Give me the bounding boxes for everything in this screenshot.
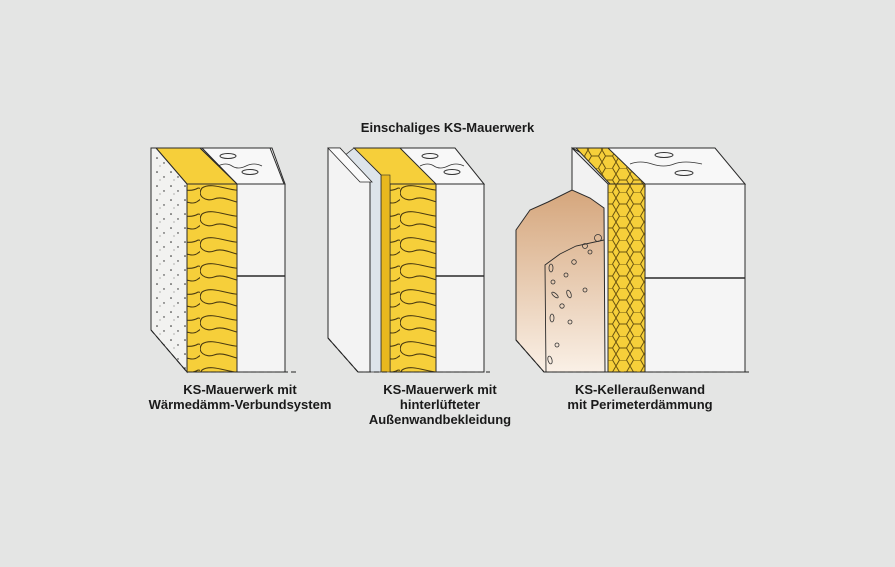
panel-keller-illustration (515, 146, 752, 373)
caption-wdvs: KS-Mauerwerk mit Wärmedämm-Verbundsystem (120, 382, 360, 412)
caption-vorhang-line1: KS-Mauerwerk mit (383, 382, 497, 397)
caption-vorhang-line2: hinterlüfteter (399, 397, 481, 412)
caption-wdvs-line1: KS-Mauerwerk mit (183, 382, 297, 397)
panel-wdvs-illustration (150, 147, 296, 374)
caption-vorhang-line3: Außenwandbekleidung (368, 412, 512, 427)
caption-vorhang: KS-Mauerwerk mit hinterlüfteter Außenwan… (335, 382, 545, 427)
caption-wdvs-line2: Wärmedämm-Verbundsystem (148, 397, 332, 412)
caption-keller-line2: mit Perimeterdämmung (567, 397, 713, 412)
caption-keller: KS-Kelleraußenwand mit Perimeterdämmung (540, 382, 740, 412)
caption-keller-line1: KS-Kelleraußenwand (574, 382, 706, 397)
diagram-title: Einschaliges KS-Mauerwerk (360, 120, 535, 135)
panel-vorhang-illustration (327, 147, 490, 373)
